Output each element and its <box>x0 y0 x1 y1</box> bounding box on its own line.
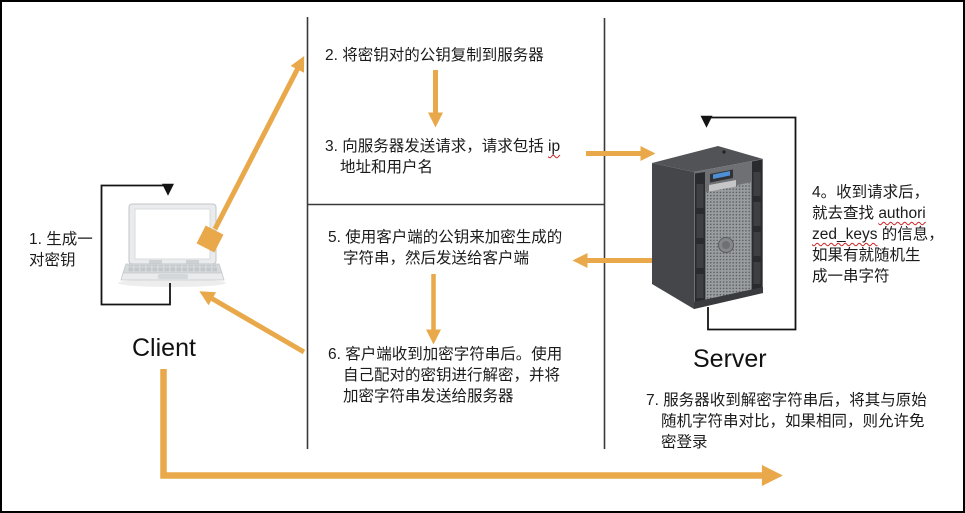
step-6-line1: 6. 客户端收到加密字符串后。使用 <box>328 346 563 363</box>
step-4-line3-text: 的信息， <box>877 226 944 243</box>
step-6-line3: 加密字符串发送给服务器 <box>343 388 514 405</box>
step-4-line4: 如果有就随机生 <box>812 247 921 264</box>
step-3-line1-text: 3. 向服务器发送请求，请求包括 <box>325 138 549 155</box>
column-divider-lines <box>306 17 606 449</box>
step-4-spellcheck-word-2: zed_keys <box>812 226 878 243</box>
step-7-text: 7. 服务器收到解密字符串后，将其与原始 随机字符串对比，如果相同，则允许免 密… <box>646 390 927 453</box>
arrow-step6-to-client <box>199 291 306 355</box>
step-4-line5: 成一串字符 <box>812 268 890 285</box>
step-6-text: 6. 客户端收到加密字符串后。使用 自己配对的密钥进行解密，并将 加密字符串发送… <box>328 344 562 407</box>
arrow-client-to-step2 <box>212 56 305 231</box>
step-5-line1: 5. 使用客户端的公钥来加密生成的 <box>328 229 563 246</box>
step-3-line2: 地址和用户名 <box>340 159 434 176</box>
step-4-line1: 4。收到请求后， <box>812 184 930 201</box>
step-5-text: 5. 使用客户端的公钥来加密生成的 字符串，然后发送给客户端 <box>328 227 562 269</box>
client-node-label: Client <box>132 334 196 362</box>
step-4-text: 4。收到请求后， 就去查找 authori zed_keys 的信息， 如果有就… <box>812 182 944 287</box>
client-self-loop-arrow <box>100 183 174 306</box>
step-3-text: 3. 向服务器发送请求，请求包括 ip 地址和用户名 <box>325 136 560 178</box>
step-2-text: 2. 将密钥对的公钥复制到服务器 <box>325 45 544 66</box>
step-7-line1: 7. 服务器收到解密字符串后，将其与原始 <box>646 392 927 409</box>
step-7-line3: 密登录 <box>661 434 708 451</box>
step-2-line1: 2. 将密钥对的公钥复制到服务器 <box>325 47 544 64</box>
step-4-line2-text: 就去查找 <box>812 205 879 222</box>
flow-arrows <box>160 56 783 486</box>
step-4-line2: 就去查找 authori <box>812 203 944 224</box>
step-3-line1: 3. 向服务器发送请求，请求包括 ip <box>325 136 560 157</box>
step-3-spellcheck-word: ip <box>548 138 561 155</box>
laptop-icon <box>118 203 226 287</box>
arrow-client-to-server-bottom <box>160 369 783 486</box>
server-tower-icon <box>652 146 763 309</box>
step-1-text: 1. 生成一 对密钥 <box>29 229 93 271</box>
step-1-line2: 对密钥 <box>29 252 76 269</box>
step-5-line2: 字符串，然后发送给客户端 <box>343 250 530 267</box>
step-7-line2: 随机字符串对比，如果相同，则允许免 <box>661 413 925 430</box>
step-4-spellcheck-word-1: authori <box>878 205 926 222</box>
server-self-loop-arrow <box>700 115 797 331</box>
arrow-start-square <box>196 225 224 253</box>
server-node-label: Server <box>693 345 767 373</box>
step-1-line1: 1. 生成一 <box>29 231 93 248</box>
step-6-line2: 自己配对的密钥进行解密，并将 <box>343 367 561 384</box>
step-4-line3: zed_keys 的信息， <box>812 224 944 245</box>
